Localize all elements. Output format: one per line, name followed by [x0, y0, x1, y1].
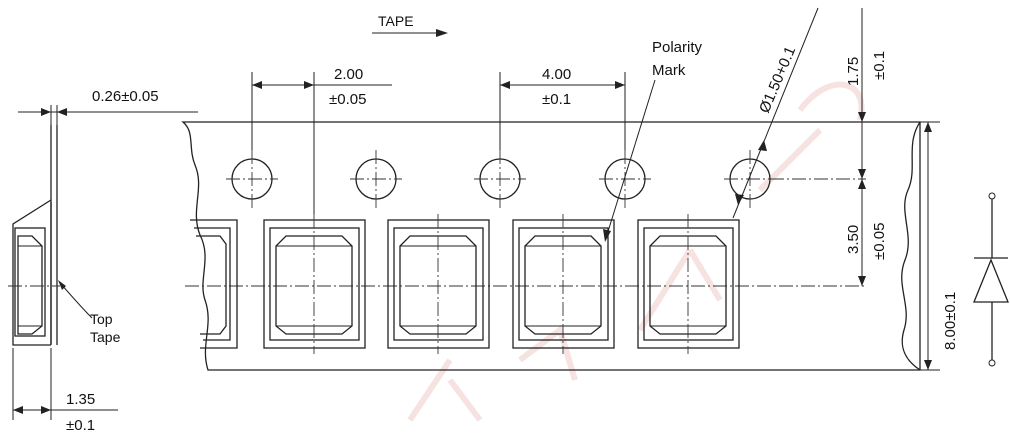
dim-pocket-depth-value: 1.35: [66, 391, 95, 408]
dim-pocket-pitch-tol: ±0.1: [542, 91, 571, 108]
carrier-tape-outline: [181, 121, 921, 371]
dim-edge-to-hole-value: 1.75: [845, 57, 862, 86]
top-tape-label-line1: Top: [90, 311, 113, 327]
component-pockets: [190, 214, 740, 354]
dim-pocket-depth-tol: ±0.1: [66, 417, 95, 434]
pocket: [512, 219, 615, 349]
polarity-mark-line1: Polarity: [652, 39, 703, 56]
dim-hole-to-pocket: 3.50 ±0.05: [845, 223, 888, 260]
dim-pocket-depth: 1.35 ±0.1: [12, 348, 118, 434]
dim-pocket-pitch: 4.00 ±0.1: [499, 66, 626, 150]
pocket: [637, 219, 740, 349]
dim-hole-pitch-value: 2.00: [334, 66, 363, 83]
top-tape-label: Top Tape: [58, 280, 121, 345]
dim-pocket-pitch-value: 4.00: [542, 66, 571, 83]
dim-tape-thickness-text: 0.26±0.05: [92, 88, 159, 105]
pocket-partial: [190, 219, 238, 349]
dim-hole-to-pocket-tol: ±0.05: [871, 223, 888, 260]
tape-direction-label: TAPE: [378, 13, 414, 29]
top-tape-label-line2: Tape: [90, 329, 121, 345]
tape-direction-indicator: TAPE: [372, 13, 448, 37]
dim-hole-pitch-tol: ±0.05: [329, 91, 366, 108]
dim-edge-to-hole-tol: ±0.1: [871, 51, 888, 80]
dim-edge-to-hole: 1.75 ±0.1: [826, 8, 900, 286]
diode-symbol: [973, 192, 1009, 367]
polarity-mark-line2: Mark: [652, 62, 686, 79]
dim-tape-thickness: 0.26±0.05: [18, 88, 198, 125]
dim-hole-diameter-text: Ø1.50+0.1: [756, 44, 799, 116]
dim-hole-diameter: Ø1.50+0.1: [732, 7, 819, 219]
dim-hole-pitch: 2.00 ±0.05: [251, 66, 392, 214]
dim-tape-width-text: 8.00±0.1: [942, 292, 959, 350]
pocket: [387, 219, 490, 349]
dim-hole-to-pocket-value: 3.50: [845, 225, 862, 254]
dim-tape-width: 8.00±0.1: [920, 121, 959, 371]
side-view: [8, 125, 60, 346]
pocket: [263, 219, 366, 349]
sprocket-holes: [226, 150, 776, 208]
polarity-mark-label: Polarity Mark: [603, 39, 703, 242]
